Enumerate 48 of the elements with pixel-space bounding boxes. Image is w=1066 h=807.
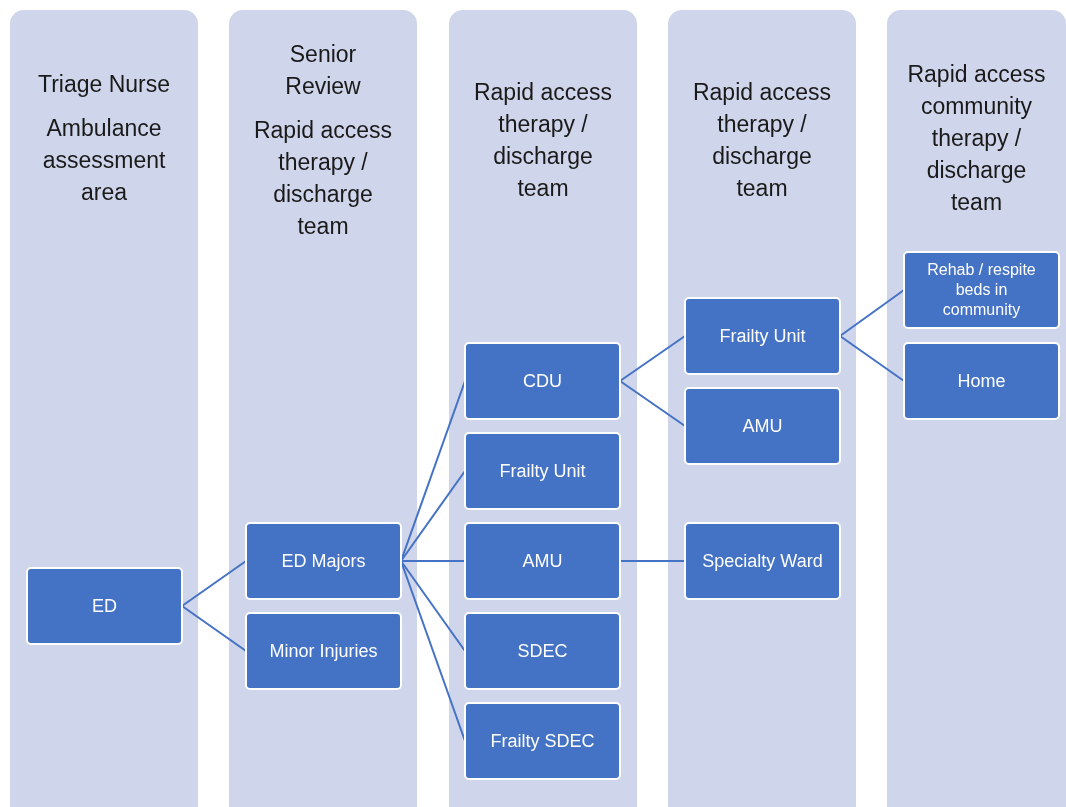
connector-line — [619, 560, 686, 562]
box-label: Minor Injuries — [269, 640, 378, 662]
lane-band — [887, 10, 1066, 807]
box-label: Frailty Unit — [499, 460, 586, 482]
connector-line — [181, 605, 247, 652]
connector-line — [619, 380, 686, 427]
lane-heading: Rapid access therapy / discharge team — [691, 78, 833, 203]
process-box — [684, 297, 841, 375]
process-box — [464, 432, 621, 510]
process-box — [245, 522, 402, 600]
connector-line — [400, 560, 466, 652]
process-box — [245, 612, 402, 690]
process-box — [684, 522, 841, 600]
process-box — [26, 567, 183, 645]
box-label: Home — [957, 370, 1006, 392]
box-label: ED — [92, 595, 117, 617]
process-box — [903, 251, 1060, 329]
lane-band — [229, 10, 417, 807]
connector-line — [839, 289, 905, 337]
box-label: Rehab / respite beds in community — [926, 260, 1037, 320]
lane-heading: Rapid access therapy / discharge team — [472, 78, 614, 203]
lane-heading: Rapid access therapy / discharge team — [252, 116, 394, 241]
connector-line — [839, 335, 905, 382]
lane-heading: Triage Nurse — [37, 70, 171, 99]
process-box — [464, 702, 621, 780]
process-box — [684, 387, 841, 465]
process-box — [903, 342, 1060, 420]
lane-band — [668, 10, 856, 807]
box-label: CDU — [523, 370, 562, 392]
box-label: SDEC — [517, 640, 568, 662]
box-label: Frailty Unit — [719, 325, 806, 347]
box-label: ED Majors — [281, 550, 366, 572]
process-box — [464, 612, 621, 690]
connector-line — [400, 470, 466, 562]
box-label: AMU — [522, 550, 563, 572]
process-box — [464, 522, 621, 600]
lane-band — [10, 10, 198, 807]
box-label: Frailty SDEC — [490, 730, 595, 752]
lane-heading: Ambulance assessment area — [41, 114, 167, 207]
connector-line — [619, 335, 686, 382]
box-label: Specialty Ward — [702, 550, 823, 572]
lane-heading: Rapid access community therapy / discharge team — [906, 60, 1047, 217]
lane-heading: Senior Review — [284, 40, 362, 101]
connector-line — [400, 560, 466, 562]
lane-band — [449, 10, 637, 807]
box-label: AMU — [742, 415, 783, 437]
process-box — [464, 342, 621, 420]
connector-line — [181, 560, 247, 607]
